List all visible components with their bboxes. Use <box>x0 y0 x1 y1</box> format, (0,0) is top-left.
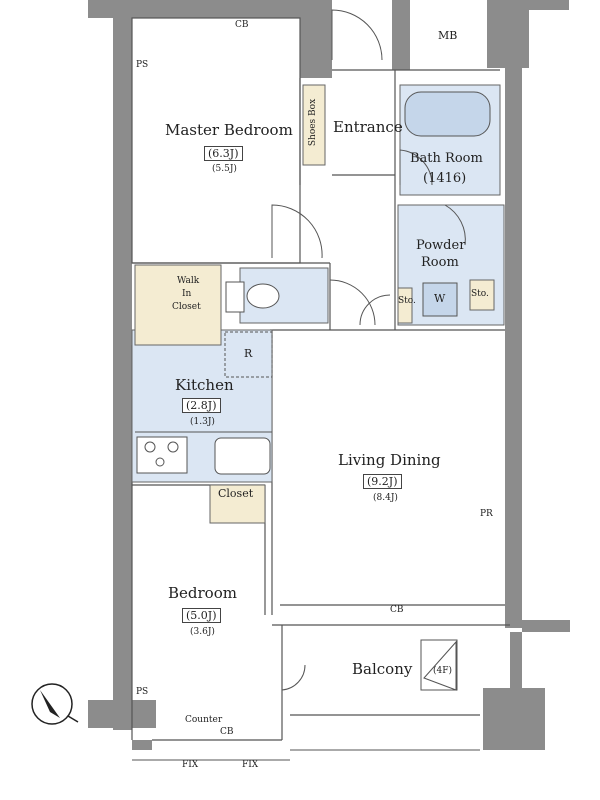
doors <box>271 9 466 691</box>
powder-room-label-1: Powder <box>416 238 466 253</box>
sto-right-label: Sto. <box>471 289 489 299</box>
balcony-triangle <box>423 640 457 691</box>
entrance-label: Entrance <box>333 118 403 136</box>
fix-right-label: FIX <box>242 760 259 770</box>
bathtub <box>404 91 491 137</box>
toilet-icon <box>246 283 280 309</box>
kitchen-label: Kitchen <box>175 376 234 394</box>
sink-icon <box>214 437 271 475</box>
master-bedroom-sub-size: (5.5J) <box>212 164 237 174</box>
pr-label: PR <box>480 509 493 519</box>
balcony-floor-label: (4F) <box>433 666 452 676</box>
fix-left-label: FIX <box>182 760 199 770</box>
shoes-box-label: Shoes Box <box>308 98 319 147</box>
living-dining-label: Living Dining <box>338 451 441 469</box>
mb-label: MB <box>438 29 458 42</box>
sto-left-area <box>397 287 413 324</box>
living-dining-size-j: (9.2J) <box>363 474 402 489</box>
master-bedroom-label: Master Bedroom <box>165 121 293 139</box>
refrigerator-box <box>224 331 273 378</box>
closet-label: Closet <box>218 487 254 500</box>
living-dining-sub-size: (8.4J) <box>373 493 398 503</box>
interior-walls <box>131 17 510 741</box>
ps-top-label: PS <box>136 60 149 70</box>
sto-right-area <box>469 279 495 311</box>
walk-in-closet-area <box>134 264 222 346</box>
cb-top-label: CB <box>235 20 249 30</box>
counter-label: Counter <box>185 715 223 725</box>
powder-room-label-2: Room <box>421 255 459 270</box>
bedroom-size: (5.0J) <box>182 608 221 623</box>
sto-left-label: Sto. <box>398 296 416 306</box>
bath-room-label: Bath Room <box>410 151 483 166</box>
washer-label: W <box>434 292 446 305</box>
master-bedroom-size: (6.3J) <box>204 146 243 161</box>
kitchen-size-j: (2.8J) <box>182 398 221 413</box>
bedroom-sub-size: (3.6J) <box>190 627 215 637</box>
bath-room-size: (1416) <box>423 171 467 186</box>
refrigerator-label: R <box>244 347 253 360</box>
master-bedroom-size-j: (6.3J) <box>204 146 243 161</box>
cb-living-label: CB <box>390 605 404 615</box>
closet-area <box>209 484 266 524</box>
shoes-box-area <box>302 84 326 166</box>
walk-in-closet-line3: Closet <box>172 302 201 312</box>
kitchen-size: (2.8J) <box>182 398 221 413</box>
bedroom-label: Bedroom <box>168 584 237 602</box>
balcony-details <box>132 639 480 761</box>
compass-north-icon <box>31 683 79 725</box>
cb-bottom-label: CB <box>220 727 234 737</box>
balcony-label: Balcony <box>352 660 413 678</box>
stove-icon <box>136 436 188 474</box>
walk-in-closet-line2: In <box>182 289 192 299</box>
bedroom-size-j: (5.0J) <box>182 608 221 623</box>
fixtures <box>135 91 491 475</box>
living-dining-size: (9.2J) <box>363 474 402 489</box>
kitchen-sub-size: (1.3J) <box>190 417 215 427</box>
washer-icon <box>422 282 458 317</box>
walls <box>88 0 570 750</box>
closet-fills <box>134 84 495 524</box>
walk-in-closet-line1: Walk <box>177 276 200 286</box>
ps-bottom-label: PS <box>136 687 149 697</box>
